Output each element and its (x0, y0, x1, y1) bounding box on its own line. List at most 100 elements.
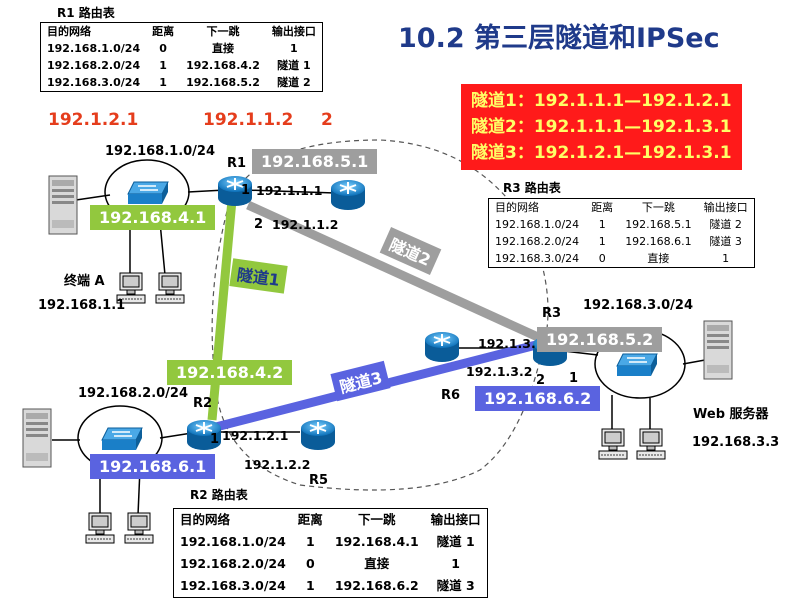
table-row: 192.168.1.0/24 1 192.168.5.1 隧道 2 (489, 216, 754, 233)
r6-label: R6 (441, 388, 461, 403)
table-cell: 0 (598, 252, 606, 265)
tunnel-ip-box-192-168-4-2: 192.168.4.2 (167, 360, 293, 385)
table-cell: 192.168.5.2 (186, 76, 260, 89)
r1-interface-1: 1 (241, 183, 251, 198)
ip-192-1-3-2-label: 192.1.3.2 (466, 364, 533, 379)
table-cell: 1 (159, 76, 167, 89)
server-web-icon (703, 320, 733, 380)
net3-label: 192.168.3.0/24 (583, 298, 694, 313)
r1-annotation-ip-a: 192.1.2.1 (48, 110, 139, 130)
tunnel-ip-box-192-168-4-1: 192.168.4.1 (90, 205, 216, 230)
table-header-row: 目的网络 距离 下一跳 输出接口 (489, 199, 754, 216)
table-cell: 1 (451, 556, 460, 571)
table-cell: 192.168.3.0/24 (495, 252, 580, 265)
table-cell: 192.168.1.0/24 (180, 534, 286, 549)
pc-lan3-a-icon (598, 428, 628, 460)
table-cell: 直接 (211, 42, 234, 55)
r1-table-title: R1 路由表 (57, 6, 115, 20)
table-cell: 1 (598, 218, 606, 231)
table-cell: 1 (305, 578, 315, 593)
router-r6-icon (424, 331, 460, 363)
table-cell: 192.168.3.0/24 (180, 578, 286, 593)
tunnel-2-line (246, 200, 542, 343)
ip-192-1-2-1-label: 192.1.2.1 (222, 428, 289, 443)
terminal-a-label: 终端 A (64, 274, 105, 289)
r3-label: R3 (542, 306, 562, 321)
table-cell: 192.168.5.1 (625, 218, 692, 231)
table-row: 192.168.3.0/24 1 192.168.6.2 隧道 3 (174, 575, 487, 597)
server-lan1-icon (48, 175, 78, 235)
table-cell: 隧道 1 (277, 59, 311, 72)
router-r5-icon (300, 419, 336, 451)
table-header-cell: 输出接口 (430, 512, 481, 527)
table-header-cell: 目的网络 (180, 512, 231, 527)
table-cell: 192.168.3.0/24 (47, 76, 141, 89)
table-cell: 192.168.4.1 (334, 534, 419, 549)
page-title: 10.2 第三层隧道和IPSec (398, 23, 720, 54)
r3-interface-1: 1 (569, 371, 579, 386)
table-cell: 隧道 3 (436, 578, 475, 593)
web-server-label: Web 服务器 (693, 407, 769, 422)
tunnel-ip-box-192-168-5-1: 192.168.5.1 (252, 149, 378, 174)
table-header-cell: 目的网络 (47, 25, 91, 38)
r3-table-title: R3 路由表 (503, 181, 561, 195)
ip-192-1-2-2-label: 192.1.2.2 (244, 457, 311, 472)
table-row: 192.168.2.0/24 1 192.168.4.2 隧道 1 (41, 57, 322, 74)
table-cell: 0 (305, 556, 315, 571)
table-cell: 直接 (647, 252, 670, 265)
tunnel-ip-box-192-168-6-2: 192.168.6.2 (475, 386, 601, 411)
table-cell: 1 (598, 235, 606, 248)
ip-192-1-3-1-label: 192.1.3.1 (478, 336, 545, 351)
table-header-cell: 距离 (297, 512, 323, 527)
table-cell: 隧道 2 (277, 76, 311, 89)
table-row: 192.168.3.0/24 1 192.168.5.2 隧道 2 (41, 74, 322, 91)
table-row: 192.168.3.0/24 0 直接 1 (489, 250, 754, 267)
pc-lan2-b-icon (124, 512, 154, 544)
ip-192-1-1-1-label: 192.1.1.1 (256, 183, 323, 198)
terminal-a-ip: 192.168.1.1 (38, 298, 126, 313)
r1-annotation-ip-b: 192.1.1.2 (203, 110, 294, 130)
tunnel-def-1: 隧道1：192.1.1.1—192.1.2.1 (471, 91, 732, 111)
r3-routing-table: 目的网络 距离 下一跳 输出接口 192.168.1.0/24 1 192.16… (488, 198, 755, 268)
table-cell: 192.168.2.0/24 (180, 556, 286, 571)
switch-lan3-icon (616, 353, 658, 377)
net1-label: 192.168.1.0/24 (105, 144, 216, 159)
tunnel-def-3: 隧道3：192.1.2.1—192.1.3.1 (471, 143, 732, 163)
pc-lan2-a-icon (85, 512, 115, 544)
table-cell: 192.168.4.2 (186, 59, 260, 72)
table-header-row: 目的网络 距离 下一跳 输出接口 (41, 23, 322, 40)
table-cell: 隧道 3 (709, 235, 742, 248)
r2-label: R2 (193, 396, 213, 411)
r1-interface-2: 2 (254, 217, 264, 232)
router-r5a-icon (330, 179, 366, 211)
pc-lan3-b-icon (636, 428, 666, 460)
table-cell: 1 (290, 42, 298, 55)
tunnel-ip-box-192-168-5-2: 192.168.5.2 (537, 327, 663, 352)
tunnel-def-2: 隧道2：192.1.1.1—192.1.3.1 (471, 117, 732, 137)
table-header-cell: 下一跳 (357, 512, 396, 527)
table-header-cell: 距离 (591, 201, 614, 214)
pc-lan1-b-icon (155, 272, 185, 304)
table-cell: 192.168.2.0/24 (47, 59, 141, 72)
table-header-cell: 输出接口 (271, 25, 316, 38)
table-cell: 直接 (364, 556, 390, 571)
table-row: 192.168.2.0/24 0 直接 1 (174, 553, 487, 575)
switch-lan2-icon (101, 427, 143, 451)
switch-lan1-icon (127, 181, 169, 205)
tunnel-ip-box-192-168-6-1: 192.168.6.1 (90, 454, 216, 479)
tunnel-definitions-box: 隧道1：192.1.1.1—192.1.2.1 隧道2：192.1.1.1—19… (461, 84, 742, 170)
table-header-cell: 下一跳 (206, 25, 240, 38)
table-header-cell: 下一跳 (641, 201, 675, 214)
r1-routing-table: 目的网络 距离 下一跳 输出接口 192.168.1.0/24 0 直接 1 1… (40, 22, 323, 92)
server-lan2-icon (22, 408, 52, 468)
r2-interface-1: 1 (210, 432, 220, 447)
table-header-cell: 距离 (152, 25, 175, 38)
table-cell: 隧道 1 (436, 534, 475, 549)
ip-192-1-1-2-label: 192.1.1.2 (272, 217, 339, 232)
r3-interface-2: 2 (536, 373, 546, 388)
r5-label: R5 (309, 473, 329, 488)
table-cell: 0 (159, 42, 167, 55)
table-row: 192.168.1.0/24 0 直接 1 (41, 40, 322, 57)
table-cell: 192.168.1.0/24 (47, 42, 141, 55)
